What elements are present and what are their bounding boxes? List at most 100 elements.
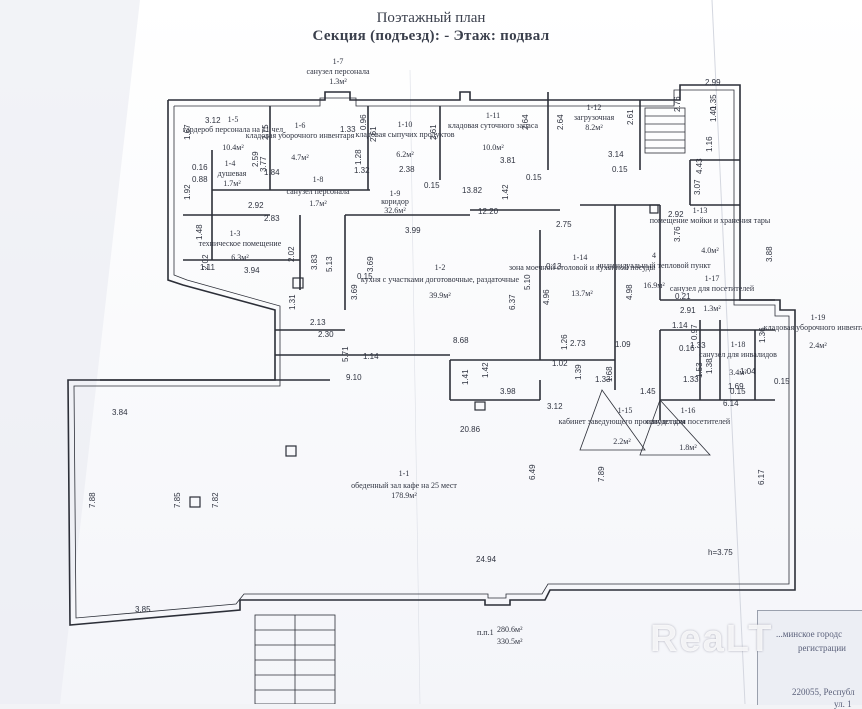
svg-text:1-13: 1-13	[693, 206, 708, 215]
dimension-label: 1.14	[672, 321, 688, 330]
dimension-label: 1.28	[354, 149, 363, 165]
dimension-label: 2.75	[261, 124, 270, 140]
svg-text:10.4м²: 10.4м²	[222, 143, 244, 152]
svg-text:16.9м²: 16.9м²	[643, 281, 665, 290]
dimension-label: 3.69	[366, 256, 375, 272]
dimension-label: 1.40	[709, 106, 718, 122]
svg-text:1-15: 1-15	[618, 406, 633, 415]
dimension-label: 6.14	[723, 399, 739, 408]
column	[649, 204, 659, 214]
dimension-label: 1.41	[461, 369, 470, 385]
svg-text:санузел для посетителей: санузел для посетителей	[670, 284, 755, 293]
dimension-label: 1.38	[705, 358, 714, 374]
svg-text:6.3м²: 6.3м²	[231, 253, 249, 262]
dimension-label: 3.84	[112, 408, 128, 417]
svg-text:загрузочная: загрузочная	[574, 113, 615, 122]
dimension-label: 1.42	[501, 184, 510, 200]
dimension-label: 1.33	[595, 375, 611, 384]
dimension-label: 6.49	[528, 464, 537, 480]
dimension-label: 1.53	[695, 362, 704, 378]
svg-text:1.7м²: 1.7м²	[223, 179, 241, 188]
dimension-label: 7.82	[211, 492, 220, 508]
dimension-label: 0.15	[612, 165, 628, 174]
dimension-label: 1.33	[340, 125, 356, 134]
svg-text:4.0м²: 4.0м²	[701, 246, 719, 255]
dimension-label: 1.16	[705, 136, 714, 152]
dimension-label: 5.13	[325, 256, 334, 272]
dimension-label: 0.15	[730, 387, 746, 396]
svg-text:коридор: коридор	[381, 197, 409, 206]
svg-text:санузел персонала: санузел персонала	[306, 67, 369, 76]
outer-walls	[67, 84, 796, 626]
svg-text:санузел персонала: санузел персонала	[286, 187, 349, 196]
dimension-label: h=3.75	[708, 548, 733, 557]
svg-text:10.0м²: 10.0м²	[482, 143, 504, 152]
dimension-label: 7.89	[597, 466, 606, 482]
svg-text:1-19: 1-19	[811, 313, 826, 322]
svg-text:1-10: 1-10	[398, 120, 413, 129]
dimension-label: 3.99	[405, 226, 421, 235]
dimension-label: 0.21	[675, 292, 691, 301]
dimension-label: 3.77	[259, 156, 268, 172]
dimension-label: 2.91	[680, 306, 696, 315]
dimension-label: 1.31	[288, 294, 297, 310]
dimension-label: 1.48	[195, 224, 204, 240]
svg-text:индивидуальный тепловой пункт: индивидуальный тепловой пункт	[597, 261, 711, 270]
dimension-label: 2.64	[521, 114, 530, 130]
dimension-label: 3.12	[547, 402, 563, 411]
dimension-label: 2.38	[399, 165, 415, 174]
dimension-label: 4.96	[542, 289, 551, 305]
dimension-label: 1.69	[728, 382, 744, 391]
dimension-label: 1.45	[640, 387, 656, 396]
svg-text:1.8м²: 1.8м²	[679, 443, 697, 452]
svg-text:6.2м²: 6.2м²	[396, 150, 414, 159]
dimension-label: 0.16	[679, 344, 695, 353]
svg-text:кухня с участками доготовочные: кухня с участками доготовочные, раздаточ…	[361, 275, 520, 284]
dimension-label: 2.73	[570, 339, 586, 348]
dimension-label: 2.02	[201, 254, 210, 270]
dimension-label: 0.15	[357, 272, 373, 281]
column	[474, 401, 486, 411]
svg-text:санузел для инвалидов: санузел для инвалидов	[699, 350, 777, 359]
svg-text:кладовая сыпучих продуктов: кладовая сыпучих продуктов	[356, 130, 455, 139]
dimension-label: 0.15	[526, 173, 542, 182]
dimension-label: 3.76	[673, 226, 682, 242]
plan-subtitle: Секция (подъезд): - Этаж: подвал	[312, 28, 550, 44]
dimension-label: 1.35	[709, 94, 718, 110]
dimension-label: 24.94	[476, 555, 497, 564]
svg-text:1.7м²: 1.7м²	[309, 199, 327, 208]
dimension-label: 0.15	[774, 377, 790, 386]
svg-text:санузел для посетителей: санузел для посетителей	[646, 417, 731, 426]
svg-text:1-17: 1-17	[705, 274, 720, 283]
svg-text:178.9м²: 178.9м²	[391, 491, 417, 500]
column	[189, 496, 201, 508]
svg-text:1-16: 1-16	[681, 406, 696, 415]
dimension-label: 0.16	[192, 163, 208, 172]
dimension-label: 4.98	[625, 284, 634, 300]
dimension-label: 2.30	[318, 330, 334, 339]
svg-text:кабинет заведующего производст: кабинет заведующего производством	[559, 417, 686, 426]
svg-text:1-7: 1-7	[333, 57, 344, 66]
dimension-label: 1.33	[683, 375, 699, 384]
dimension-label: 3.88	[765, 246, 774, 262]
dimension-label: 2.61	[429, 124, 438, 140]
dimension-label: 1.68	[605, 366, 614, 382]
svg-text:кладовая суточного запаса: кладовая суточного запаса	[448, 121, 539, 130]
plan-title: Поэтажный план	[376, 10, 486, 26]
svg-text:п.п.1: п.п.1	[477, 628, 494, 637]
dimension-label: 1.33	[690, 341, 706, 350]
dimension-label: 2.75	[556, 220, 572, 229]
dimension-label: 3.83	[310, 254, 319, 270]
svg-text:1-4: 1-4	[225, 159, 236, 168]
svg-text:32.6м²: 32.6м²	[384, 206, 406, 215]
svg-text:1.3м²: 1.3м²	[703, 304, 721, 313]
svg-text:1-14: 1-14	[573, 253, 588, 262]
dimension-label: 7.85	[173, 492, 182, 508]
svg-text:3.4м²: 3.4м²	[729, 368, 747, 377]
dimension-label: 13.82	[462, 186, 483, 195]
dimension-label: 1.36	[758, 327, 767, 343]
dimension-label: 1.32	[354, 166, 370, 175]
dimension-label: 3.07	[693, 179, 702, 195]
svg-text:1-18: 1-18	[731, 340, 746, 349]
